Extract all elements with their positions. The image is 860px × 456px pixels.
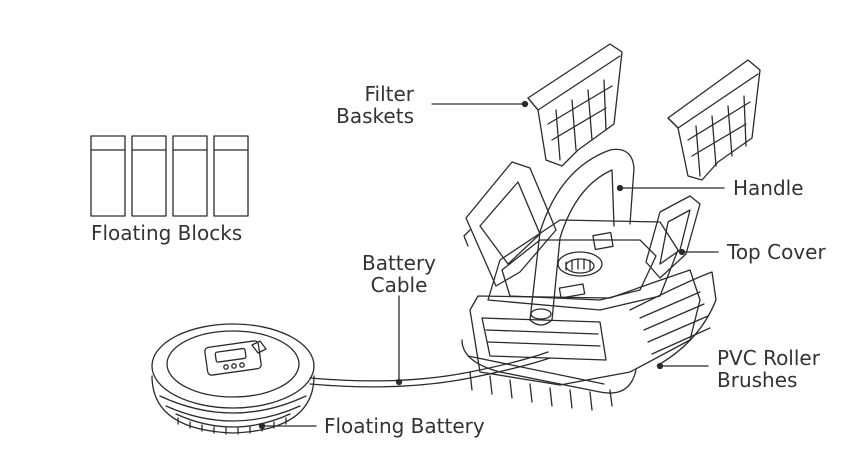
floating-block-4	[213, 135, 249, 217]
floating-blocks-illustration	[90, 135, 249, 217]
label-pvc-roller-brushes-line1: PVC Roller	[717, 346, 820, 370]
label-handle: Handle	[733, 176, 804, 200]
label-pvc-roller-brushes: PVC Roller Brushes	[717, 347, 820, 391]
label-floating-battery: Floating Battery	[324, 414, 485, 438]
floating-block-2	[131, 135, 167, 217]
pool-robot-illustration	[461, 148, 717, 411]
label-battery-cable-line1: Battery	[361, 251, 437, 275]
right-cover-flap	[645, 195, 701, 279]
battery-top	[151, 323, 315, 409]
handle-illustration	[529, 148, 635, 321]
floating-block-3	[172, 135, 208, 217]
label-filter-baskets: Filter Baskets	[300, 83, 414, 127]
label-filter-baskets-line2: Baskets	[336, 104, 414, 128]
label-top-cover: Top Cover	[727, 240, 826, 264]
battery-cable-line	[309, 351, 549, 382]
label-battery-cable: Battery Cable	[349, 252, 449, 296]
floating-battery-illustration	[151, 323, 315, 435]
floating-block-1	[90, 135, 126, 217]
left-cover-flap	[465, 161, 557, 287]
label-filter-baskets-line1: Filter	[364, 82, 414, 106]
label-floating-blocks: Floating Blocks	[91, 221, 243, 245]
battery-display-panel	[204, 340, 262, 376]
label-pvc-roller-brushes-line2: Brushes	[717, 368, 798, 392]
filter-baskets-illustration	[527, 43, 761, 181]
label-battery-cable-line2: Cable	[370, 273, 428, 297]
